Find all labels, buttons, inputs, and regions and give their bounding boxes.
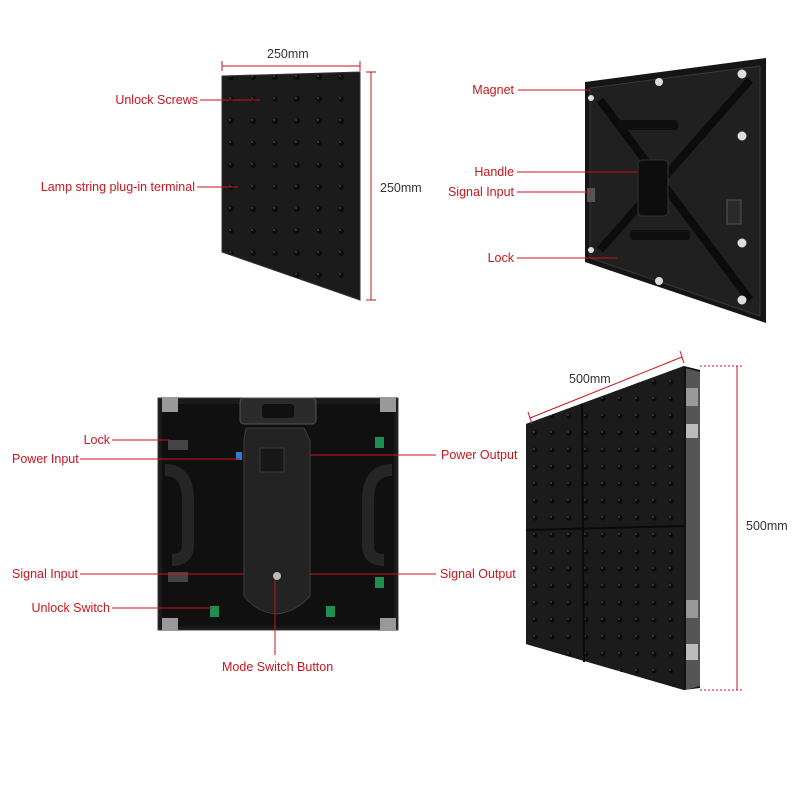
panel-front-height-label: 250mm: [380, 181, 422, 195]
cab-power-output-label: Power Output: [441, 448, 518, 462]
cab-unlock-switch-label: Unlock Switch: [31, 601, 111, 615]
panel-lock-label: Lock: [487, 251, 514, 265]
cabinet-back-image: [157, 397, 399, 631]
panel-front-width-dimension: [221, 61, 361, 71]
cab-lock-label: Lock: [83, 433, 110, 447]
panel-front-height-dimension: [366, 71, 376, 301]
cabinet-front-width-label: 500mm: [569, 372, 611, 386]
cabinet-front-width-dimension: [527, 350, 685, 425]
cab-power-input-label: Power Input: [12, 452, 79, 466]
panel-front-width-label: 250mm: [267, 47, 309, 61]
panel-back-image: [585, 58, 766, 323]
cab-signal-input-label: Signal Input: [12, 567, 79, 581]
cabinet-front-height-label: 500mm: [746, 519, 788, 533]
cab-mode-switch-label: Mode Switch Button: [222, 660, 334, 674]
cab-signal-output-label: Signal Output: [440, 567, 516, 581]
panel-signal-input-label: Signal Input: [447, 185, 514, 199]
magnet-label: Magnet: [472, 83, 514, 97]
lamp-string-label: Lamp string plug-in terminal: [40, 180, 195, 194]
cabinet-front-image: [525, 366, 700, 690]
unlock-screws-label: Unlock Screws: [115, 93, 198, 107]
handle-label: Handle: [474, 165, 514, 179]
panel-front-image: [221, 71, 361, 301]
cabinet-front-height-dimension: [700, 365, 742, 691]
